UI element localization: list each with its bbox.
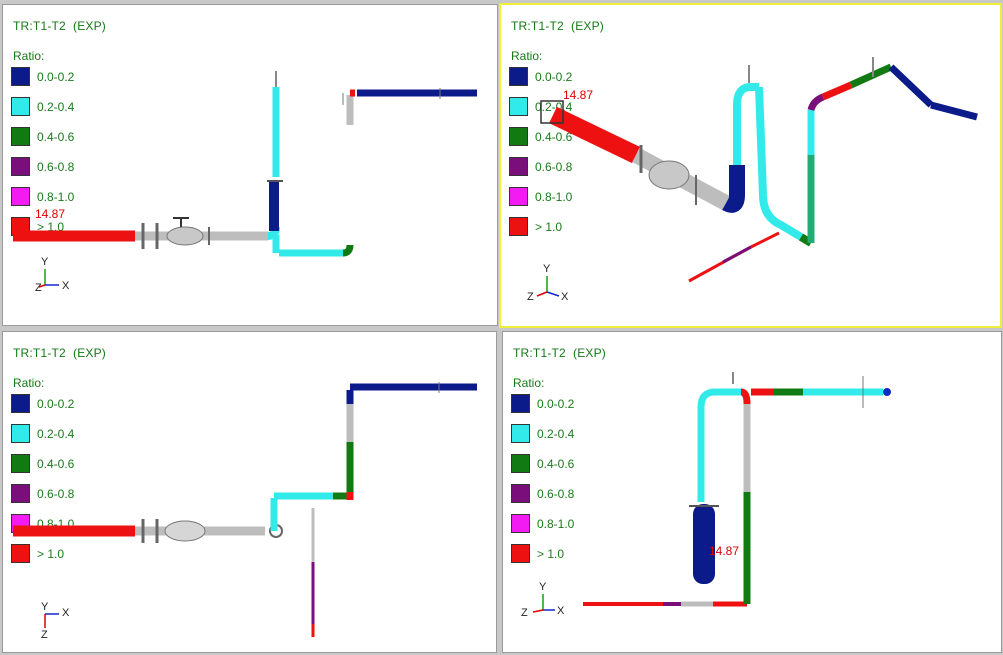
axis-z-label: Z <box>527 291 534 303</box>
legend-label: 0.0-0.2 <box>37 397 75 411</box>
ratio-label: Ratio: <box>513 376 545 390</box>
legend-swatch <box>11 157 30 176</box>
legend-swatch <box>511 514 530 533</box>
viewport-title: TR:T1-T2 (EXP) <box>513 346 607 360</box>
viewport-side[interactable]: TR:T1-T2 (EXP) Ratio: 0.0-0.2 0.2-0.4 0.… <box>502 331 1002 653</box>
legend-swatch <box>511 424 530 443</box>
legend-label: 0.4-0.6 <box>535 130 573 144</box>
ratio-label: Ratio: <box>13 376 45 390</box>
legend-swatch <box>11 424 30 443</box>
legend-label: 0.6-0.8 <box>537 487 575 501</box>
legend-label: 0.2-0.4 <box>537 427 575 441</box>
legend-swatch <box>509 187 528 206</box>
axis-triad-icon: Y X Z <box>35 256 70 294</box>
legend-swatch <box>509 127 528 146</box>
ratio-label: Ratio: <box>13 49 45 63</box>
legend-swatch <box>509 67 528 86</box>
axis-x-label: X <box>561 291 569 303</box>
viewport-isometric[interactable]: TR:T1-T2 (EXP) Ratio: 0.0-0.2 0.2-0.4 0.… <box>499 3 1002 328</box>
piping-model-render[interactable] <box>501 5 1002 328</box>
axis-y-label: Y <box>41 256 49 268</box>
axis-z-label: Z <box>41 629 48 640</box>
axis-x-label: X <box>62 607 70 619</box>
legend-swatch <box>509 97 528 116</box>
legend-swatch <box>511 544 530 563</box>
legend-swatch <box>11 97 30 116</box>
legend-swatch <box>511 394 530 413</box>
piping-model-render[interactable] <box>503 332 1002 653</box>
legend-swatch <box>11 484 30 503</box>
legend-swatch <box>511 454 530 473</box>
legend-label: 0.8-1.0 <box>535 190 573 204</box>
axis-z-label: Z <box>35 282 42 294</box>
legend-swatch <box>511 484 530 503</box>
legend-swatch <box>11 394 30 413</box>
viewport-top[interactable]: TR:T1-T2 (EXP) Ratio: 0.0-0.2 0.2-0.4 0.… <box>2 331 497 653</box>
legend-label: 0.6-0.8 <box>37 160 75 174</box>
legend-swatch <box>11 67 30 86</box>
legend-label: 0.0-0.2 <box>535 70 573 84</box>
axis-y-label: Y <box>41 601 49 613</box>
viewport-title: TR:T1-T2 (EXP) <box>13 346 107 360</box>
stress-annotation: 14.87 <box>35 207 66 221</box>
ratio-label: Ratio: <box>511 49 543 63</box>
legend-swatch <box>509 217 528 236</box>
viewport-front[interactable]: TR:T1-T2 (EXP) Ratio: 0.0-0.2 0.2-0.4 0.… <box>2 4 498 326</box>
legend-swatch <box>11 454 30 473</box>
legend-label: 0.0-0.2 <box>537 397 575 411</box>
legend-label: 0.8-1.0 <box>37 190 75 204</box>
piping-model-render[interactable] <box>3 332 497 653</box>
axis-y-label: Y <box>539 581 547 593</box>
legend-label: 0.0-0.2 <box>37 70 75 84</box>
legend-label: > 1.0 <box>537 547 565 561</box>
axis-triad-icon: Y X Z <box>521 581 565 619</box>
stress-annotation: 14.87 <box>563 88 594 102</box>
legend-label: > 1.0 <box>37 547 65 561</box>
axis-x-label: X <box>557 605 565 617</box>
axis-x-label: X <box>62 280 70 292</box>
legend-label: 0.4-0.6 <box>37 130 75 144</box>
legend-label: 0.4-0.6 <box>37 457 75 471</box>
legend-label: 0.2-0.4 <box>37 427 75 441</box>
legend-swatch <box>509 157 528 176</box>
legend-label: 0.2-0.4 <box>37 100 75 114</box>
viewport-title: TR:T1-T2 (EXP) <box>13 19 107 33</box>
piping-model-render[interactable] <box>3 5 498 326</box>
legend-label: 0.6-0.8 <box>37 487 75 501</box>
stress-annotation: 14.87 <box>709 544 740 558</box>
legend-label: > 1.0 <box>535 220 563 234</box>
legend-label: 0.8-1.0 <box>537 517 575 531</box>
legend-label: 0.6-0.8 <box>535 160 573 174</box>
viewport-title: TR:T1-T2 (EXP) <box>511 19 605 33</box>
axis-triad-icon: Y X Z <box>527 263 569 303</box>
legend-swatch <box>11 187 30 206</box>
axis-z-label: Z <box>521 607 528 619</box>
legend-swatch <box>11 544 30 563</box>
legend-label: 0.4-0.6 <box>537 457 575 471</box>
legend-swatch <box>11 127 30 146</box>
axis-y-label: Y <box>543 263 551 275</box>
axis-triad-icon: Y X Z <box>41 601 70 640</box>
